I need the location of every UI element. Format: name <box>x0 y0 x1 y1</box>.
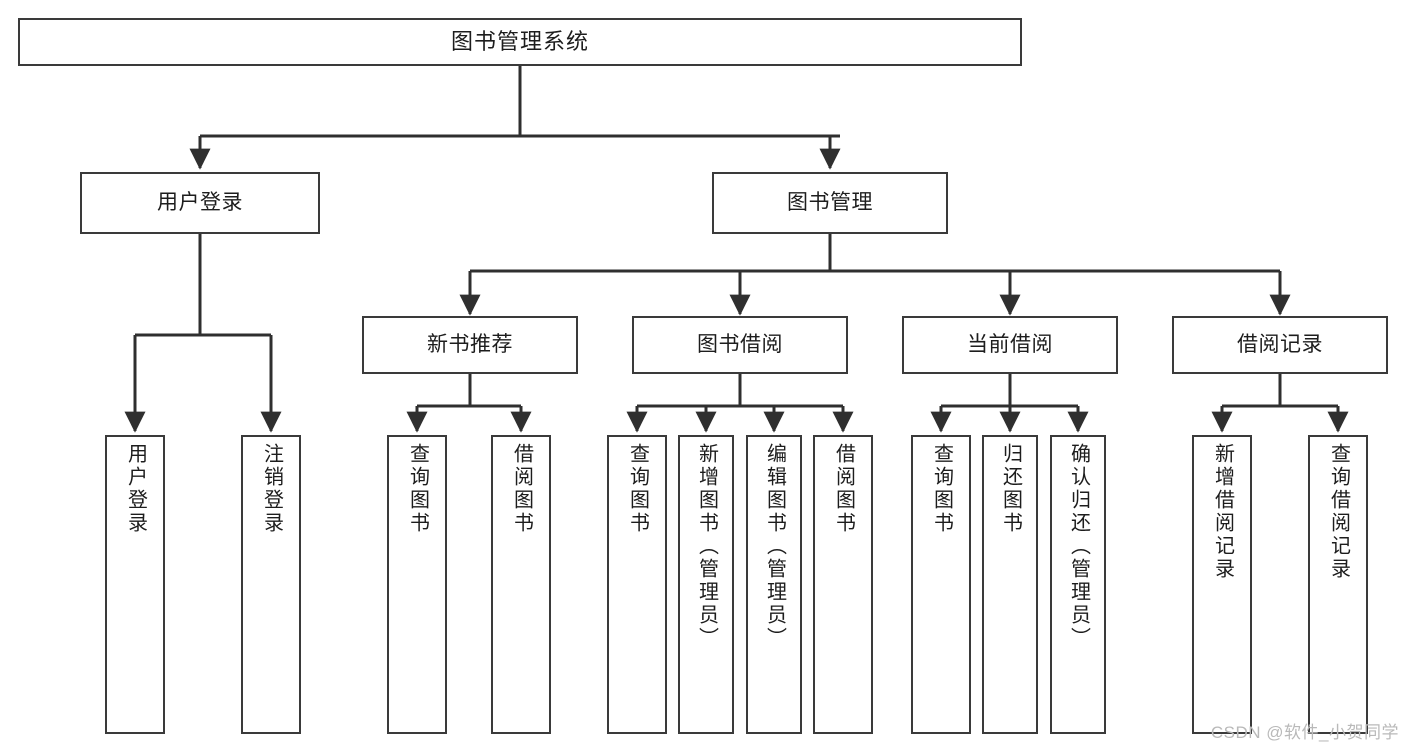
node-label: 编辑图书（管理员） <box>763 443 786 650</box>
node-label: 用户登录 <box>124 443 147 535</box>
node-leaf-add-book[interactable]: 新增图书（管理员） <box>678 435 734 734</box>
node-leaf-query-book-2[interactable]: 查询图书 <box>607 435 667 734</box>
node-current-borrow[interactable]: 当前借阅 <box>902 316 1118 374</box>
node-label: 确认归还（管理员） <box>1067 443 1090 650</box>
node-label: 借阅图书 <box>510 443 533 535</box>
node-label: 查询图书 <box>930 443 953 535</box>
node-label: 图书借阅 <box>697 332 783 356</box>
node-label: 查询图书 <box>406 443 429 535</box>
csdn-watermark: CSDN @软件_小贺同学 <box>1210 723 1399 742</box>
node-label: 注销登录 <box>260 443 283 535</box>
node-label: 用户登录 <box>157 190 243 214</box>
node-label: 查询图书 <box>626 443 649 535</box>
node-label: 新书推荐 <box>427 332 513 356</box>
node-book-borrow[interactable]: 图书借阅 <box>632 316 848 374</box>
node-label: 新增借阅记录 <box>1211 443 1234 581</box>
node-label: 借阅记录 <box>1237 332 1323 356</box>
node-book-management[interactable]: 图书管理 <box>712 172 948 234</box>
node-leaf-return-book[interactable]: 归还图书 <box>982 435 1038 734</box>
node-label: 查询借阅记录 <box>1327 443 1350 581</box>
node-leaf-confirm-return[interactable]: 确认归还（管理员） <box>1050 435 1106 734</box>
node-label: 归还图书 <box>999 443 1022 535</box>
node-leaf-borrow-book-1[interactable]: 借阅图书 <box>491 435 551 734</box>
node-label: 借阅图书 <box>832 443 855 535</box>
node-leaf-user-login[interactable]: 用户登录 <box>105 435 165 734</box>
node-label: 新增图书（管理员） <box>695 443 718 650</box>
node-label: 图书管理 <box>787 190 873 214</box>
node-leaf-add-record[interactable]: 新增借阅记录 <box>1192 435 1252 734</box>
node-new-book-recommend[interactable]: 新书推荐 <box>362 316 578 374</box>
node-user-login[interactable]: 用户登录 <box>80 172 320 234</box>
node-leaf-borrow-book-2[interactable]: 借阅图书 <box>813 435 873 734</box>
node-leaf-logout-login[interactable]: 注销登录 <box>241 435 301 734</box>
node-leaf-edit-book[interactable]: 编辑图书（管理员） <box>746 435 802 734</box>
node-label: 当前借阅 <box>967 332 1053 356</box>
node-leaf-query-book-3[interactable]: 查询图书 <box>911 435 971 734</box>
node-leaf-query-record[interactable]: 查询借阅记录 <box>1308 435 1368 734</box>
node-borrow-record[interactable]: 借阅记录 <box>1172 316 1388 374</box>
node-leaf-query-book-1[interactable]: 查询图书 <box>387 435 447 734</box>
node-root-book-management-system[interactable]: 图书管理系统 <box>18 18 1022 66</box>
node-label: 图书管理系统 <box>450 29 589 55</box>
